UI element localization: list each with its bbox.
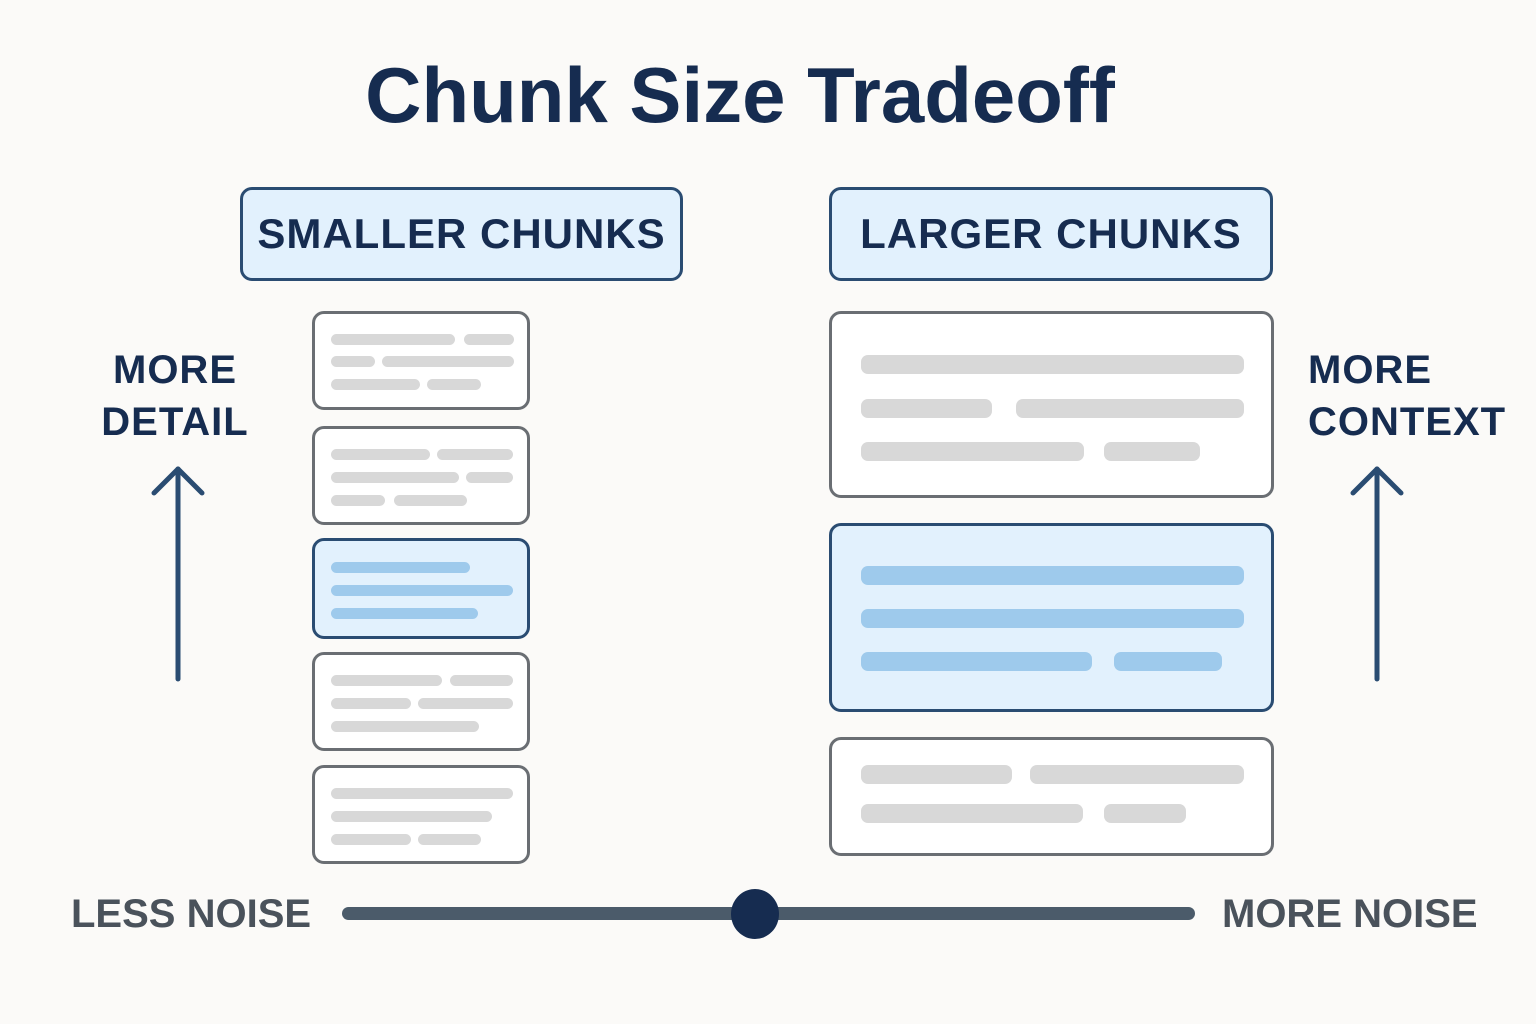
text-line-placeholder: [331, 811, 492, 822]
large-chunk-1: [829, 311, 1274, 498]
text-line-placeholder: [861, 652, 1092, 671]
text-line-placeholder: [437, 449, 513, 460]
more-noise-label: MORE NOISE: [1222, 892, 1478, 936]
text-line-placeholder: [331, 495, 385, 506]
diagram-title: Chunk Size Tradeoff: [365, 51, 1115, 139]
text-line-placeholder: [331, 334, 455, 345]
text-line-placeholder: [1114, 652, 1222, 671]
text-line-placeholder: [331, 379, 420, 390]
text-line-placeholder: [331, 449, 430, 460]
small-chunk-3-highlighted: [312, 538, 530, 639]
text-line-placeholder: [382, 356, 514, 367]
more-context-label: MORE CONTEXT: [1308, 344, 1506, 448]
more-detail-label: MORE DETAIL: [100, 344, 250, 448]
text-line-placeholder: [331, 585, 513, 596]
text-line-placeholder: [331, 562, 470, 573]
text-line-placeholder: [861, 765, 1012, 784]
text-line-placeholder: [1030, 765, 1244, 784]
text-line-placeholder: [464, 334, 514, 345]
noise-slider-knob[interactable]: [731, 889, 779, 939]
small-chunk-1: [312, 311, 530, 410]
text-line-placeholder: [861, 609, 1244, 628]
more-context-line1: MORE: [1308, 348, 1432, 392]
text-line-placeholder: [331, 608, 478, 619]
text-line-placeholder: [861, 399, 992, 418]
more-detail-line1: MORE: [113, 348, 237, 392]
text-line-placeholder: [427, 379, 481, 390]
large-chunk-3: [829, 737, 1274, 856]
smaller-chunks-header: SMALLER CHUNKS: [240, 187, 683, 281]
text-line-placeholder: [331, 698, 411, 709]
text-line-placeholder: [331, 721, 479, 732]
larger-chunks-header: LARGER CHUNKS: [829, 187, 1273, 281]
small-chunk-4: [312, 652, 530, 751]
up-arrow-icon: [1350, 466, 1404, 682]
text-line-placeholder: [331, 834, 411, 845]
text-line-placeholder: [331, 675, 442, 686]
text-line-placeholder: [861, 566, 1244, 585]
text-line-placeholder: [450, 675, 513, 686]
up-arrow-icon: [151, 466, 205, 682]
text-line-placeholder: [394, 495, 467, 506]
more-context-line2: CONTEXT: [1308, 400, 1507, 444]
text-line-placeholder: [861, 442, 1084, 461]
text-line-placeholder: [861, 804, 1083, 823]
large-chunk-2-highlighted: [829, 523, 1274, 712]
text-line-placeholder: [1016, 399, 1244, 418]
text-line-placeholder: [331, 356, 375, 367]
small-chunk-2: [312, 426, 530, 525]
small-chunk-5: [312, 765, 530, 864]
text-line-placeholder: [861, 355, 1244, 374]
less-noise-label: LESS NOISE: [71, 892, 312, 936]
text-line-placeholder: [418, 834, 481, 845]
text-line-placeholder: [466, 472, 513, 483]
text-line-placeholder: [1104, 804, 1186, 823]
text-line-placeholder: [418, 698, 513, 709]
text-line-placeholder: [1104, 442, 1200, 461]
text-line-placeholder: [331, 472, 459, 483]
text-line-placeholder: [331, 788, 513, 799]
more-detail-line2: DETAIL: [101, 400, 249, 444]
